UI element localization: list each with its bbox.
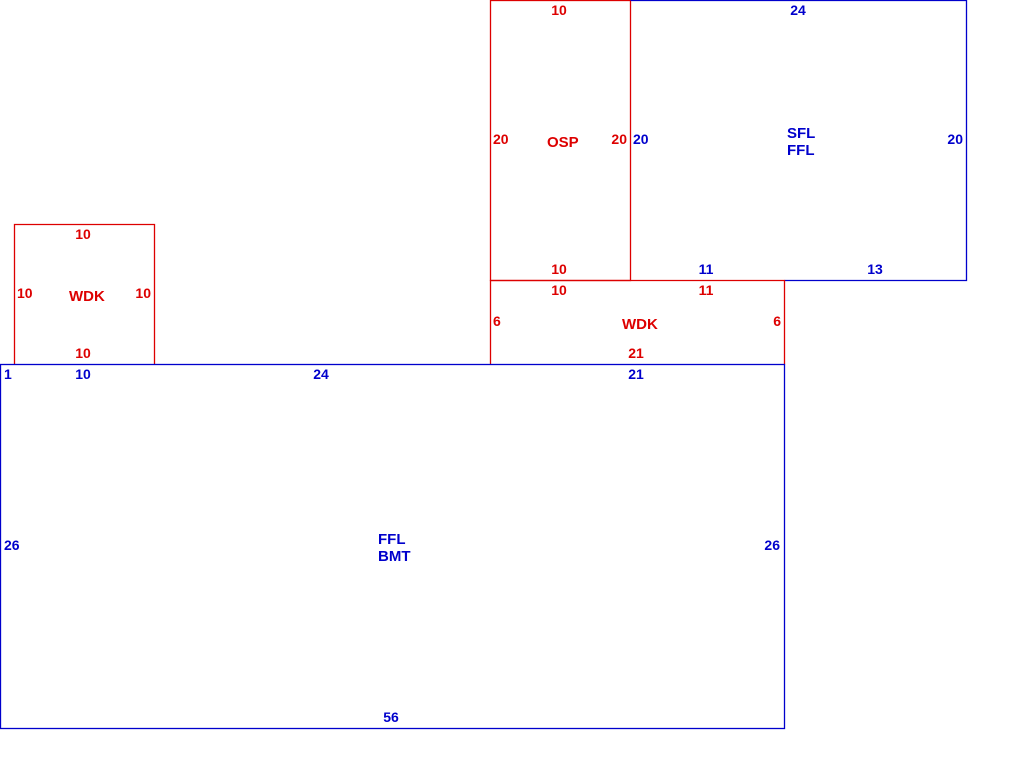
area-sfl-ffl-outline [630, 0, 968, 282]
area-wdk-left-name: WDK [69, 288, 105, 305]
area-wdk-right: WDK 10 11 6 6 21 [489, 279, 786, 365]
area-ffl-bmt-left-dimension: 26 [4, 537, 20, 553]
area-sfl-ffl-top-dimension: 24 [790, 2, 806, 18]
area-osp-right-dimension: 20 [611, 131, 627, 147]
area-osp-bottom-dimension: 10 [551, 261, 567, 277]
area-osp-left-dimension: 20 [493, 131, 509, 147]
area-wdk-left-top-dimension: 10 [75, 226, 91, 242]
area-sfl-ffl-left-dimension: 20 [633, 131, 649, 147]
area-wdk-left: WDK 10 10 10 10 [13, 223, 156, 365]
area-ffl-bmt-outline [0, 363, 786, 730]
area-ffl-bmt-top-dimension-1: 10 [75, 366, 91, 382]
area-wdk-right-top-left-dimension: 10 [551, 282, 567, 298]
area-wdk-right-outline [489, 279, 786, 365]
area-sfl-ffl-name-line-2: FFL [787, 142, 815, 159]
area-ffl-bmt-top-dimension-3: 21 [628, 366, 644, 382]
area-wdk-left-outline [13, 223, 156, 365]
area-ffl-bmt-right-dimension: 26 [764, 537, 780, 553]
area-sfl-ffl-right-dimension: 20 [947, 131, 963, 147]
area-sfl-ffl-bottom-right-dimension: 13 [867, 261, 883, 277]
area-ffl-bmt: FFL BMT 1 10 24 21 26 26 56 [0, 363, 786, 730]
area-osp: OSP 10 20 20 10 [489, 0, 632, 282]
area-sfl-ffl: SFL FFL 24 20 20 11 13 [630, 0, 968, 282]
area-wdk-right-bottom-dimension: 21 [628, 345, 644, 361]
area-wdk-right-name: WDK [622, 316, 658, 333]
area-osp-top-dimension: 10 [551, 2, 567, 18]
area-sfl-ffl-name-line-1: SFL [787, 125, 815, 142]
area-ffl-bmt-name-line-2: BMT [378, 548, 411, 565]
area-wdk-right-left-dimension: 6 [493, 313, 501, 329]
area-wdk-right-top-right-dimension: 11 [699, 282, 714, 298]
area-ffl-bmt-top-dimension-2: 24 [313, 366, 329, 382]
area-wdk-right-right-dimension: 6 [773, 313, 781, 329]
area-osp-name: OSP [547, 134, 579, 151]
area-ffl-bmt-corner-dimension: 1 [4, 366, 12, 382]
area-ffl-bmt-name-line-1: FFL [378, 531, 406, 548]
area-wdk-left-left-dimension: 10 [17, 285, 33, 301]
area-wdk-left-bottom-dimension: 10 [75, 345, 91, 361]
area-ffl-bmt-bottom-dimension: 56 [383, 709, 399, 725]
area-sfl-ffl-bottom-left-dimension: 11 [699, 261, 714, 277]
area-wdk-left-right-dimension: 10 [135, 285, 151, 301]
